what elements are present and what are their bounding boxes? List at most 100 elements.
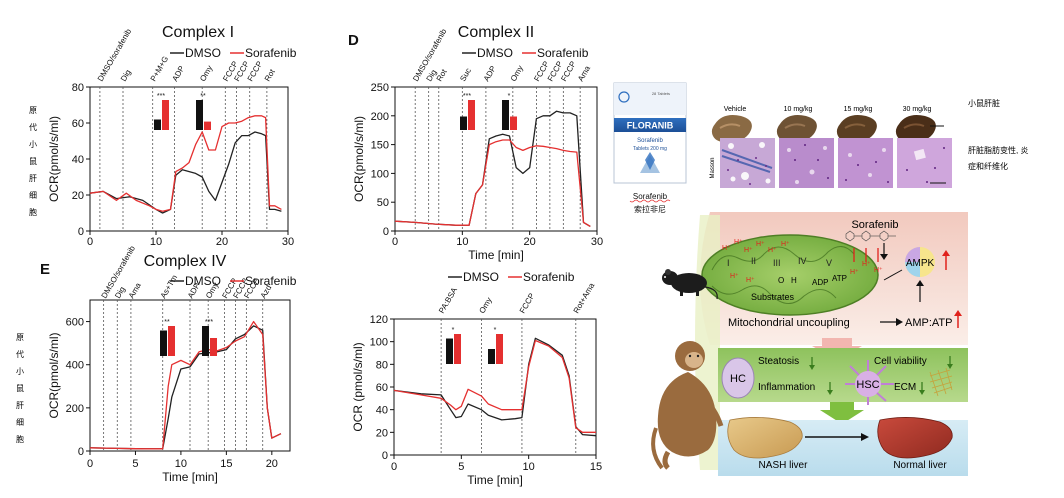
- up-arrow-icon: [942, 250, 950, 256]
- inset-bar: [204, 121, 211, 130]
- proton-leak-arrows: [853, 248, 879, 262]
- series-line-sorafenib: [393, 339, 596, 433]
- atp-label: ATP: [832, 274, 847, 283]
- x-axis-label: Time [min]: [468, 248, 524, 262]
- uncoupling-label: Mitochondrial uncoupling: [728, 317, 850, 329]
- liver-photo-15mg: [836, 115, 877, 143]
- complex-label: V: [826, 258, 832, 268]
- y-tick-label: 50: [377, 197, 389, 209]
- y-tick-label: 120: [370, 314, 388, 326]
- event-label: Rot: [263, 67, 277, 83]
- y-tick-label: 80: [72, 82, 84, 94]
- down-arrow-icon: [827, 390, 833, 395]
- histology-tile-15mg: [838, 138, 893, 188]
- sorafenib-structure-icon: [845, 230, 896, 242]
- liver-photo-vehicle: [711, 115, 752, 143]
- inset-bar: [496, 334, 503, 364]
- inset-bar: [210, 338, 217, 356]
- y-tick-label: 100: [370, 337, 388, 349]
- significance-stars: **: [200, 93, 206, 100]
- histology-tile-vehicle: [720, 138, 775, 188]
- x-tick-label: 10: [175, 458, 187, 470]
- event-label: Rot: [435, 67, 449, 83]
- liver-dose-panel: Vehicle 10 mg/kg 15 mg/kg 30 mg/kg Masso…: [710, 106, 952, 188]
- y-tick-label: 60: [72, 118, 84, 130]
- event-label: P+M+G: [149, 55, 171, 83]
- x-tick-label: 30: [591, 236, 603, 248]
- y-axis-label: OCR(pmol/s/ml): [352, 116, 366, 202]
- viability-effect: Cell viability: [874, 356, 927, 367]
- svg-text:H⁺: H⁺: [744, 247, 753, 254]
- x-tick-label: 5: [458, 461, 464, 473]
- inset-bar: [502, 100, 509, 130]
- monkey-illustration: [651, 341, 724, 470]
- ratio-label: AMP:ATP: [905, 317, 952, 329]
- x-axis-label: Time [min]: [467, 473, 523, 487]
- x-tick-label: 20: [524, 236, 536, 248]
- side-label-char: 原: [16, 333, 24, 342]
- substrates-label: Substrates: [751, 292, 795, 302]
- x-tick-label: 20: [216, 236, 228, 248]
- side-label-char: 胞: [16, 434, 24, 444]
- event-label: Omy: [477, 296, 493, 315]
- x-tick-label: 15: [590, 461, 602, 473]
- up-arrow-icon: [916, 280, 924, 286]
- x-tick-label: 30: [282, 236, 294, 248]
- legend-label-sorafenib: Sorafenib: [245, 274, 297, 288]
- drug-box-illustration: 28 Tablets FLORANIB Sorafenib Tablets 20…: [613, 82, 687, 214]
- inset-bar: [196, 100, 203, 130]
- brand-logo-icon: [618, 91, 630, 103]
- complex-label: I: [727, 258, 730, 268]
- y-axis-label: OCR(pmol/s/ml): [47, 332, 61, 418]
- water-label: H: [791, 276, 797, 285]
- significance-stars: ***: [205, 319, 213, 326]
- significance-stars: **: [164, 319, 170, 326]
- y-tick-label: 200: [371, 111, 389, 123]
- x-tick-label: 10: [150, 236, 162, 248]
- significance-stars: ***: [157, 93, 165, 100]
- side-label-char: 代: [16, 349, 24, 359]
- inset-bar: [154, 119, 161, 130]
- side-label-char: 细: [16, 417, 24, 427]
- inset-bar: [160, 330, 167, 356]
- chart-title: Complex II: [458, 24, 534, 41]
- event-label: Omy: [198, 64, 214, 83]
- series-line-sorafenib: [89, 115, 282, 212]
- inset-bar: [454, 334, 461, 364]
- svg-text:H⁺: H⁺: [734, 239, 743, 246]
- event-label: Omy: [509, 64, 525, 83]
- event-label: Suc: [458, 67, 473, 83]
- svg-text:H⁺: H⁺: [781, 241, 790, 248]
- event-label: Dig: [119, 68, 133, 83]
- svg-text:H⁺: H⁺: [730, 273, 739, 280]
- drug-caption-english: Sorafenib: [633, 192, 668, 201]
- plot-frame: [89, 86, 289, 232]
- drug-generic: Sorafenib: [637, 138, 663, 144]
- inset-bar: [460, 116, 467, 130]
- chart-title: Complex IV: [144, 253, 227, 270]
- legend-label-dmso: DMSO: [477, 46, 513, 60]
- side-label-char: 小: [16, 367, 24, 376]
- series-line-dmso: [394, 110, 591, 227]
- hepatocyte-icon: [721, 357, 755, 399]
- down-arrow-icon: [809, 365, 815, 370]
- event-label: Ama: [576, 64, 592, 83]
- proton-markers: H⁺H⁺H⁺ H⁺H⁺H⁺ H⁺H⁺H⁺ H⁺H⁺: [722, 239, 883, 284]
- down-arrow-icon: [880, 254, 888, 260]
- side-label-char: 原: [29, 106, 37, 115]
- nash-liver-icon: [727, 417, 803, 459]
- right-arrow-icon: [861, 433, 869, 441]
- svg-text:H⁺: H⁺: [746, 277, 755, 284]
- x-tick-label: 20: [266, 458, 278, 470]
- x-tick-label: 0: [391, 461, 397, 473]
- y-tick-label: 40: [72, 154, 84, 166]
- side-label-char: 小: [29, 140, 37, 149]
- plot-frame: [393, 318, 597, 456]
- event-label: Ama: [127, 281, 143, 300]
- x-tick-label: 5: [132, 458, 138, 470]
- schematic-drug-label: Sorafenib: [851, 219, 898, 231]
- histology-tile-10mg: [779, 138, 834, 188]
- significance-stars: *: [508, 93, 511, 100]
